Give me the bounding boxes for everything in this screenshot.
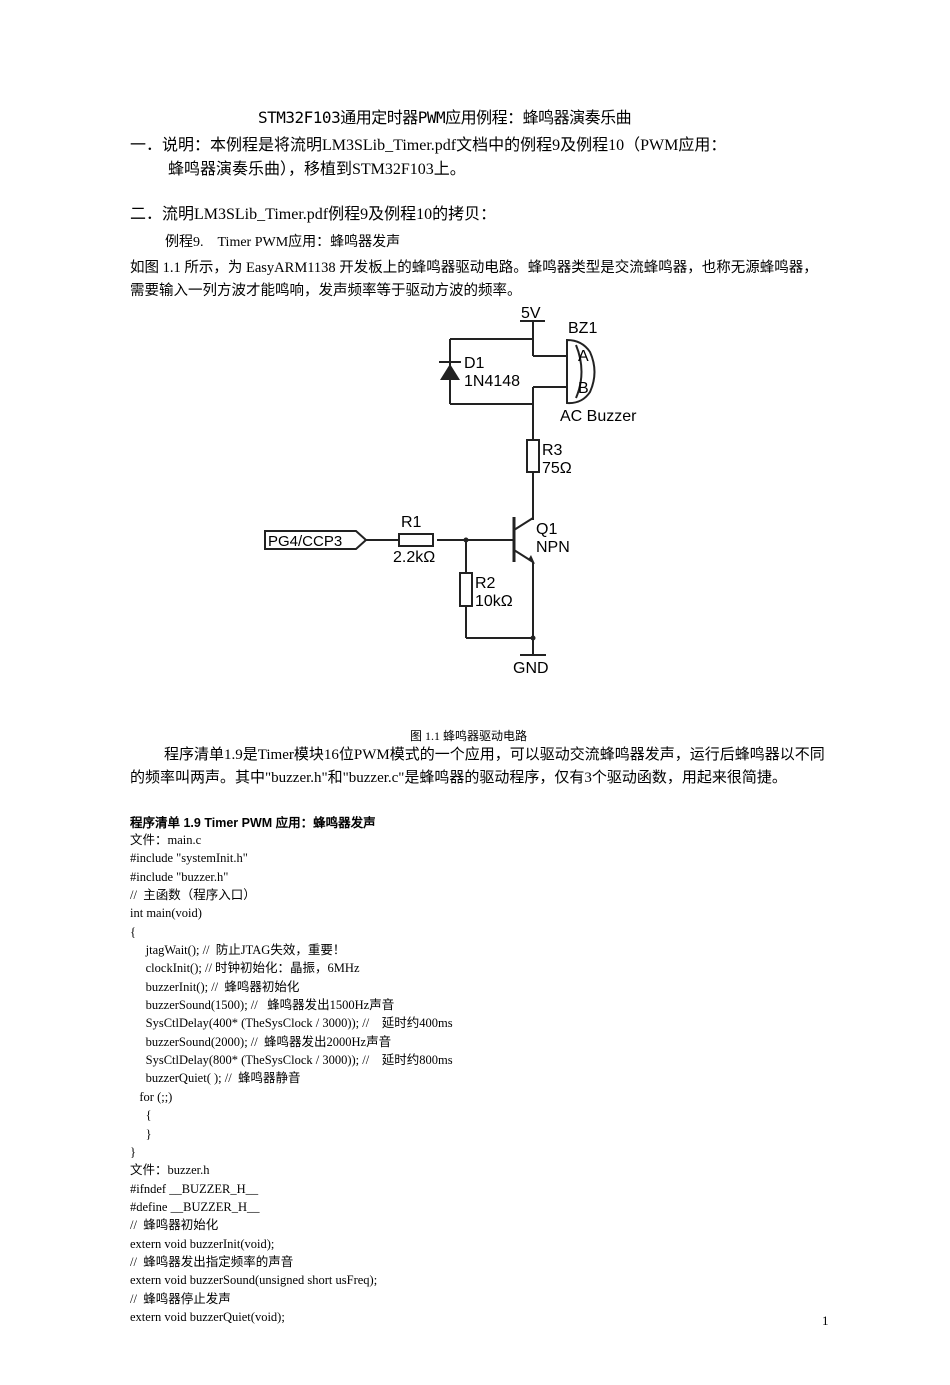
code-line: { bbox=[130, 1108, 152, 1123]
example9-heading: 例程9. Timer PWM应用：蜂鸣器发声 bbox=[165, 235, 401, 250]
code-line: } bbox=[130, 1126, 152, 1141]
code-line: buzzerSound(1500); // 蜂鸣器发出1500Hz声音 bbox=[130, 998, 395, 1013]
listing-intro-paragraph: 程序清单1.9是Timer模块16位PWM模式的一个应用，可以驱动交流蜂鸣器发声… bbox=[130, 747, 825, 786]
input-tag bbox=[264, 530, 368, 550]
code-line: extern void buzzerSound(unsigned short u… bbox=[130, 1273, 378, 1288]
bz-pin-b: B bbox=[578, 380, 589, 397]
code-line: SysCtlDelay(400* (TheSysClock / 3000)); … bbox=[130, 1016, 453, 1031]
vcc-label: 5V bbox=[521, 305, 541, 322]
q1-name: Q1 bbox=[536, 521, 557, 538]
code-line: extern void buzzerQuiet(void); bbox=[130, 1309, 285, 1324]
code-line: } bbox=[130, 1144, 136, 1159]
d1-part: 1N4148 bbox=[464, 373, 520, 390]
r3-name: R3 bbox=[542, 442, 563, 459]
figure-caption: 图 1.1 蜂鸣器驱动电路 bbox=[410, 729, 528, 743]
code-line: extern void buzzerInit(void); bbox=[130, 1236, 275, 1251]
gnd-label: GND bbox=[513, 660, 549, 677]
code-line: buzzerSound(2000); // 蜂鸣器发出2000Hz声音 bbox=[130, 1034, 392, 1049]
code-line: // 蜂鸣器发出指定频率的声音 bbox=[130, 1254, 294, 1269]
code-line: 文件：buzzer.h bbox=[130, 1163, 210, 1178]
buzzer-symbol bbox=[566, 338, 596, 405]
code-line: SysCtlDelay(800* (TheSysClock / 3000)); … bbox=[130, 1053, 453, 1068]
code-line: #ifndef __BUZZER_H__ bbox=[130, 1181, 259, 1196]
bz-type: AC Buzzer bbox=[560, 408, 637, 425]
code-line: int main(void) bbox=[130, 906, 202, 921]
d1-name: D1 bbox=[464, 355, 485, 372]
code-line: jtagWait(); // 防止JTAG失效，重要！ bbox=[130, 943, 346, 958]
document-title: STM32F103通用定时器PWM应用例程：蜂鸣器演奏乐曲 bbox=[258, 108, 632, 127]
code-line: { bbox=[130, 924, 136, 939]
code-line: for (;;) bbox=[130, 1089, 173, 1104]
r2-resistor bbox=[459, 572, 473, 607]
r3-resistor bbox=[526, 439, 540, 473]
r1-resistor bbox=[398, 533, 434, 547]
code-line: buzzerInit(); // 蜂鸣器初始化 bbox=[130, 979, 300, 994]
section1-line2: 蜂鸣器演奏乐曲），移植到STM32F103上。 bbox=[168, 161, 466, 178]
code-listing: 文件：main.c #include "systemInit.h" #include… bbox=[130, 831, 453, 1326]
code-line: buzzerQuiet( ); // 蜂鸣器静音 bbox=[130, 1071, 301, 1086]
bz-pin-a: A bbox=[578, 348, 589, 365]
page-number: 1 bbox=[822, 1313, 829, 1328]
code-line: // 蜂鸣器停止发声 bbox=[130, 1291, 231, 1306]
code-line: // 主函数（程序入口） bbox=[130, 888, 256, 903]
intro-paragraph: 如图 1.1 所示，为 EasyARM1138 开发板上的蜂鸣器驱动电路。蜂鸣器… bbox=[130, 260, 818, 299]
buzzer-circuit-diagram: 5V BZ1 A B AC Buzzer D1 1N4148 R3 75Ω R1… bbox=[264, 305, 637, 677]
code-line: clockInit(); // 时钟初始化：晶振，6MHz bbox=[130, 961, 360, 976]
diode-symbol bbox=[440, 364, 460, 380]
code-line: #include "buzzer.h" bbox=[130, 869, 229, 884]
r1-name: R1 bbox=[401, 514, 422, 531]
input-label: PG4/CCP3 bbox=[268, 533, 342, 550]
q1-type: NPN bbox=[536, 539, 570, 556]
r3-value: 75Ω bbox=[542, 460, 572, 477]
r2-name: R2 bbox=[475, 575, 496, 592]
r1-value: 2.2kΩ bbox=[393, 549, 435, 566]
section2-heading: 二．流明LM3SLib_Timer.pdf例程9及例程10的拷贝： bbox=[130, 206, 497, 223]
code-line: #include "systemInit.h" bbox=[130, 851, 248, 866]
code-line: 文件：main.c bbox=[130, 833, 202, 847]
section1-line1: 一．说明：本例程是将流明LM3SLib_Timer.pdf文档中的例程9及例程1… bbox=[130, 137, 727, 154]
bz-name: BZ1 bbox=[568, 320, 597, 337]
code-line: #define __BUZZER_H__ bbox=[130, 1199, 260, 1214]
listing-title: 程序清单 1.9 Timer PWM 应用：蜂鸣器发声 bbox=[130, 816, 376, 830]
r2-value: 10kΩ bbox=[475, 593, 513, 610]
code-line: // 蜂鸣器初始化 bbox=[130, 1218, 219, 1233]
